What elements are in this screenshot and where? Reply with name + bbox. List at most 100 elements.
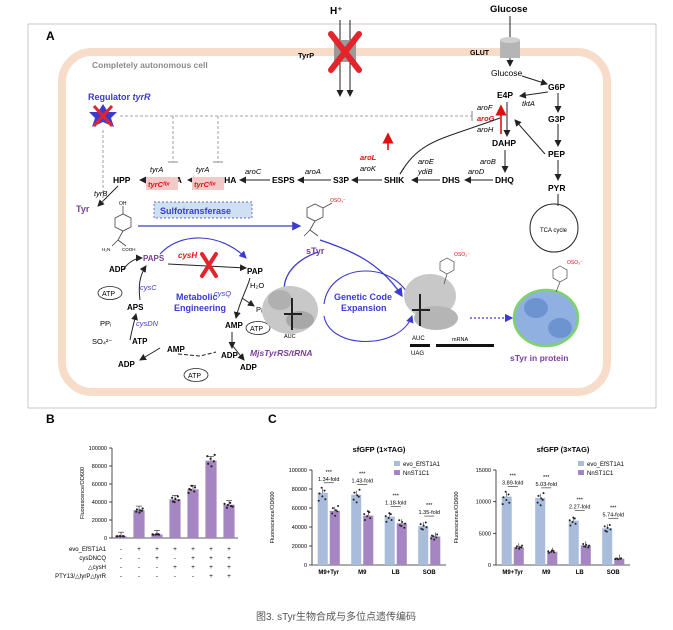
panel-c-point [387, 517, 390, 520]
glut-label: GLUT [470, 50, 490, 57]
panel-b-bar [151, 534, 163, 538]
panel-b-mark: + [209, 555, 213, 562]
panel-c-y-tick-label: 0 [304, 563, 307, 569]
panel-b-point [122, 535, 125, 538]
panel-c-y-tick-label: 20000 [292, 544, 307, 550]
uag-label: UAG [411, 351, 424, 357]
panel-c-x-tick-label: SOB [607, 570, 621, 576]
auc-left: AUC [284, 334, 296, 340]
gene-arol: aroL [360, 153, 377, 162]
panel-b-point [135, 510, 138, 513]
panel-c-y-tick-label: 0 [488, 563, 491, 569]
panel-c-point [317, 499, 320, 502]
met-pi: Pᵢ [256, 305, 262, 314]
panel-b-mark: - [120, 555, 122, 562]
sulfotransferase-box [153, 201, 253, 219]
panel-c-point [357, 495, 360, 498]
met-s3p: S3P [333, 175, 349, 185]
panel-c-x-tick-label: M9+Tyr [318, 570, 339, 576]
panel-c-bar [602, 528, 613, 565]
panel-c-point [537, 494, 540, 497]
panel-c-point [404, 522, 407, 525]
met-cha: CHA [218, 175, 236, 185]
panel-c-point [620, 557, 623, 560]
panel-c-point [321, 495, 324, 498]
panel-c-bar [384, 516, 395, 565]
panel-c-point [541, 498, 544, 501]
genetic-code-expansion-label-1: Genetic Code [334, 292, 392, 302]
panel-b-row-label: △cysH [88, 565, 106, 571]
panel-b-point [188, 487, 191, 491]
panel-c-point [430, 537, 433, 540]
panel-b-row-label: evo_EfST1A1 [69, 547, 107, 553]
panel-b-bar [169, 499, 181, 538]
tyr-oh-label: OH [119, 201, 127, 207]
met-paps: PAPS [143, 254, 165, 263]
panel-b-mark: - [174, 573, 176, 580]
panel-c-stars: *** [610, 505, 617, 511]
gene-aroc: aroC [245, 167, 262, 176]
panel-c-point [550, 549, 553, 552]
panel-c-point [419, 523, 422, 526]
panel-c-point [358, 488, 361, 491]
styr-oso3-label: OSO₃⁻ [330, 198, 346, 204]
cell-label: Completely autonomous cell [92, 60, 208, 70]
styr-label: sTyr [306, 246, 325, 256]
panel-c-y-tick-label: 15000 [476, 468, 491, 474]
gene-tyra-2: tyrA [150, 165, 163, 174]
panel-b-mark: - [120, 573, 122, 580]
panel-b-point [155, 533, 158, 536]
gene-cysq: cysQ [214, 289, 231, 298]
panel-b-point [138, 511, 141, 514]
panel-b-row-label: PTY13/△tyrP△tyrR [55, 574, 107, 580]
panel-b-point [206, 455, 209, 458]
panel-b-point [225, 506, 229, 509]
panel-c-legend-swatch [394, 470, 400, 475]
panel-c-point [425, 526, 428, 529]
panel-c-point [604, 529, 607, 532]
panel-c-point [515, 545, 518, 548]
panel-c-point [401, 520, 404, 523]
panel-c-point [389, 513, 392, 516]
tyr-structure [111, 206, 132, 247]
gene-aroh: aroH [477, 125, 494, 134]
panel-b-point [190, 484, 193, 487]
panel-b-point [209, 457, 212, 460]
panel-c-legend-label: evo_EfST1A1 [587, 462, 625, 468]
panel-c-point [420, 527, 423, 530]
ribosome [404, 274, 458, 330]
panel-c-point [324, 498, 327, 501]
panel-c-point [334, 514, 337, 517]
panel-c-point [501, 503, 504, 506]
met-pap: PAP [247, 267, 264, 276]
tyrp-knockout-cross-icon [328, 31, 362, 73]
panel-c-y-tick-label: 10000 [476, 500, 491, 506]
panel-c-point [390, 518, 393, 521]
gene-cysdn: cysDN [136, 319, 159, 328]
panel-b-point [171, 496, 174, 499]
met-e4p: E4P [497, 90, 513, 100]
panel-c-point [603, 525, 606, 528]
panel-c-x-tick-label: LB [392, 570, 401, 576]
atp-oval-left [97, 286, 123, 300]
panel-c-point [363, 519, 366, 522]
panel-b-mark: - [138, 564, 140, 571]
tyrp-label: TyrP [298, 51, 314, 60]
panel-b-bar [133, 510, 145, 538]
metabolic-engineering-label-2: Engineering [174, 303, 226, 313]
panel-c-point [352, 498, 355, 501]
panel-c-point [433, 538, 436, 541]
panel-c-legend-swatch [394, 461, 400, 466]
panel-b-mark: + [209, 564, 213, 571]
met-dhq: DHQ [495, 175, 514, 185]
atp-oval-bottom [183, 368, 209, 382]
glucose-top: Glucose [490, 4, 528, 15]
panel-b-point [229, 504, 233, 508]
panel-b-mark: + [209, 546, 213, 553]
gene-arob: aroB [480, 157, 496, 166]
panel-a-letter: A [46, 29, 55, 43]
panel-c-point [369, 517, 372, 520]
sulfotransferase-label: Sulfotransferase [160, 206, 231, 216]
panel-c-letter: C [268, 412, 277, 426]
met-pep: PEP [548, 149, 565, 159]
